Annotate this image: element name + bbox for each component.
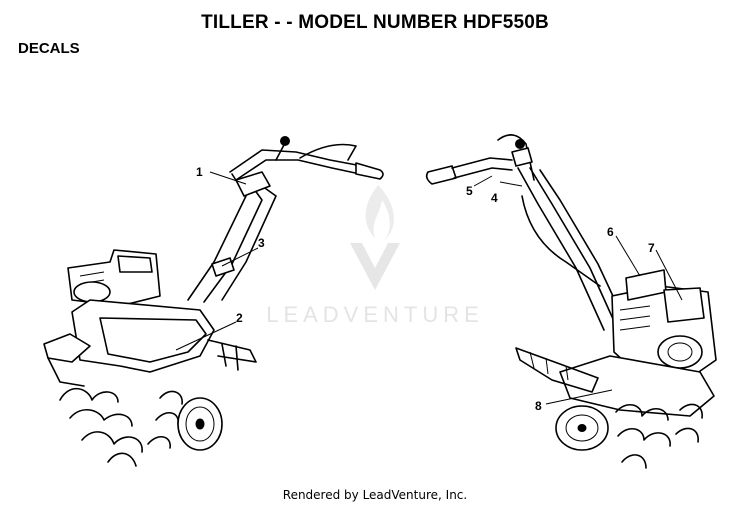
callout-8: 8 xyxy=(535,399,542,413)
wheel-right xyxy=(555,405,609,451)
section-heading: DECALS xyxy=(18,40,80,57)
throttle-knob-icon xyxy=(280,136,290,146)
callout-labels: 1 2 3 4 5 6 7 8 xyxy=(196,165,655,413)
page-title: TILLER - - MODEL NUMBER HDF550B xyxy=(201,12,549,33)
tines-left xyxy=(59,387,183,467)
wheel-left xyxy=(177,397,223,451)
watermark-text: LEADVENTURE xyxy=(266,302,484,327)
tiller-right-view xyxy=(425,134,717,469)
callout-7: 7 xyxy=(648,241,655,255)
callout-5: 5 xyxy=(466,184,473,198)
tines-right xyxy=(615,403,703,469)
callout-2: 2 xyxy=(236,311,243,325)
callout-3: 3 xyxy=(258,236,265,250)
callout-4: 4 xyxy=(491,191,498,205)
callout-6: 6 xyxy=(607,225,614,239)
throttle-knob-right-icon xyxy=(515,139,525,149)
watermark: LEADVENTURE xyxy=(266,185,484,327)
callout-1: 1 xyxy=(196,165,203,179)
tiller-left-view xyxy=(43,136,384,467)
footer-credit: Rendered by LeadVenture, Inc. xyxy=(282,488,468,502)
